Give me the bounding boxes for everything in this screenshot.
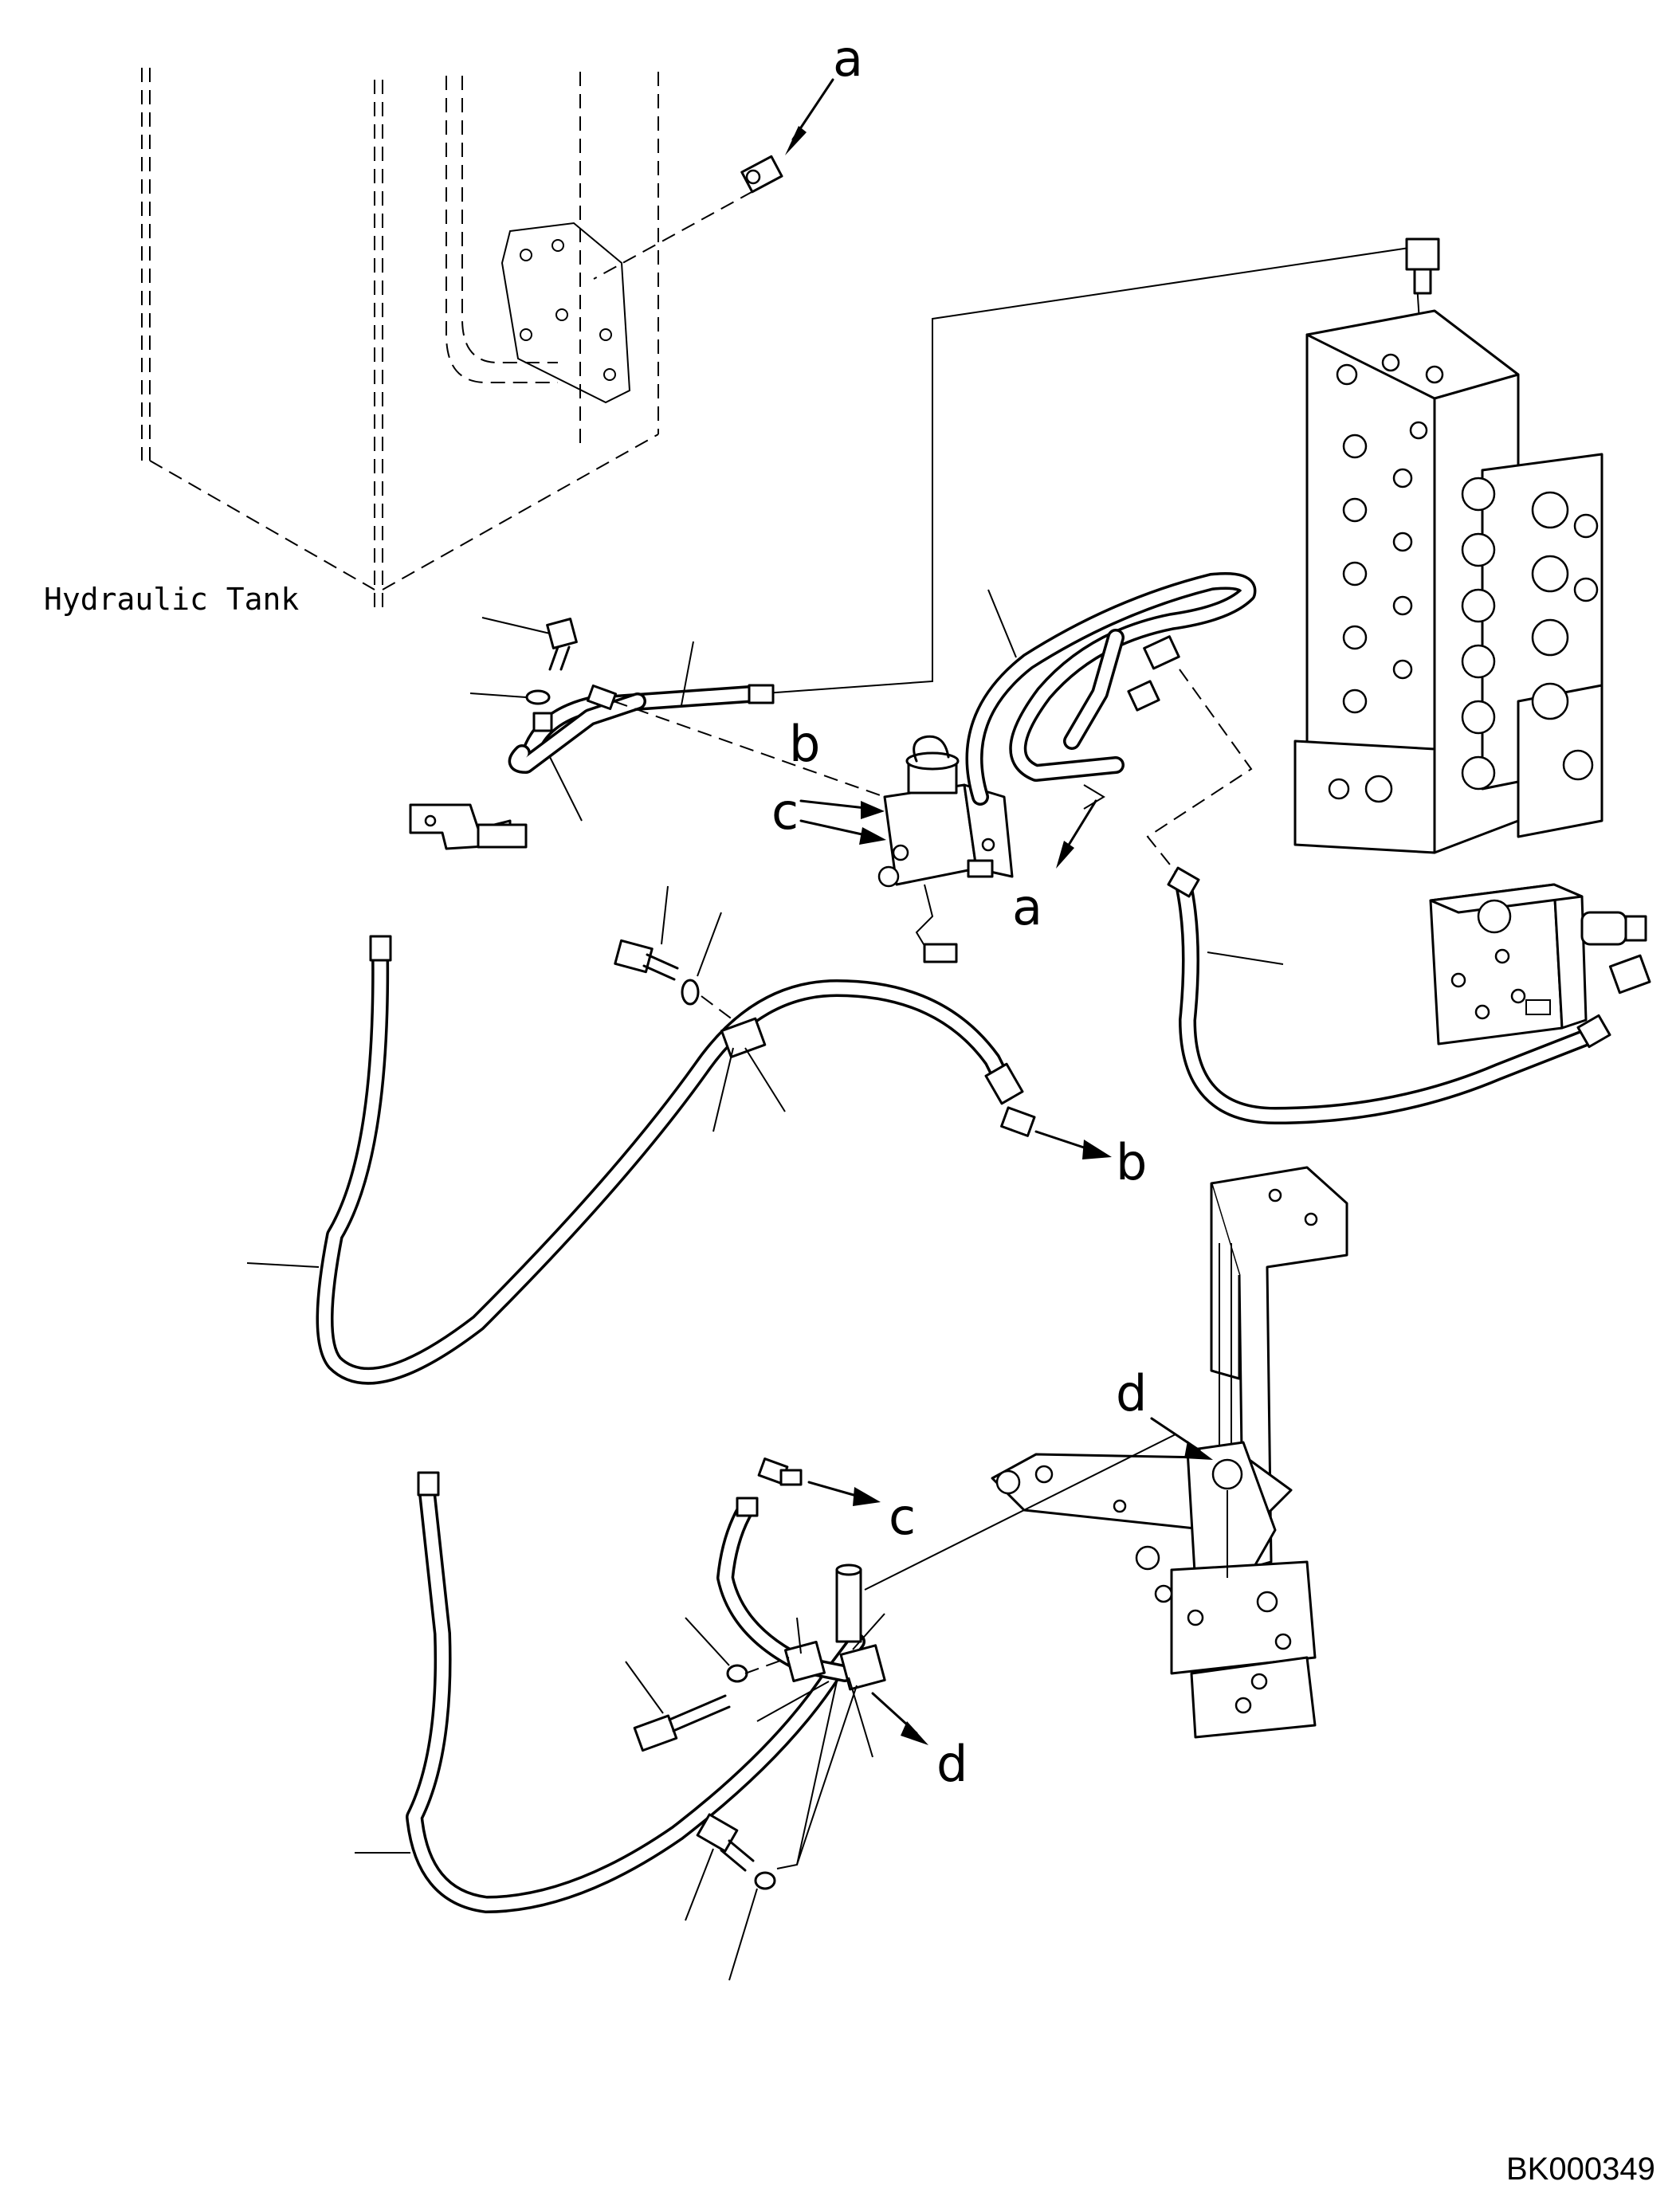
callout-a-mid: a: [1012, 878, 1042, 936]
hose-auxiliary: [1146, 669, 1651, 1124]
tank-fitting: [593, 155, 783, 280]
callout-c-top: c: [771, 783, 799, 841]
pilot-line-leader: [764, 237, 1440, 694]
tank-label: Hydraulic Tank: [44, 582, 299, 617]
hydraulic-tank: [141, 68, 659, 610]
hose-long-b: b: [246, 885, 1147, 1385]
hose-return: [409, 617, 885, 850]
callout-d-right: d: [936, 1735, 968, 1793]
callout-b-top: b: [789, 715, 820, 773]
callout-c-right: c: [889, 1488, 916, 1546]
lever-bracket: d: [991, 1166, 1348, 1739]
callout-b-right: b: [1116, 1133, 1147, 1191]
callout-a-top: a: [833, 29, 863, 88]
callout-d-top: d: [1116, 1364, 1147, 1422]
solenoid-valve: [877, 735, 1014, 963]
hose-lower: c d: [355, 1434, 1176, 1981]
hose-loop: a: [965, 572, 1257, 936]
control-valve: [1293, 309, 1603, 854]
drawing-code: BK000349: [1506, 2152, 1655, 2187]
